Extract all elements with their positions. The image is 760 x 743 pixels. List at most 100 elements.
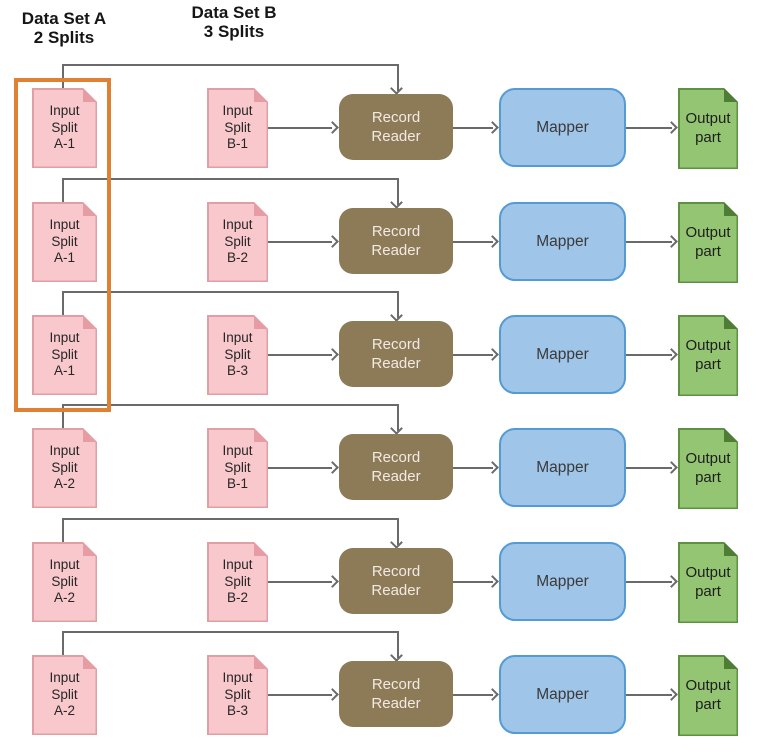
page-fold-icon [83, 428, 97, 442]
pipeline-row-2: Input Split A-1 Input Split B-2 Record R… [0, 178, 760, 290]
output-part-label: Output part [685, 110, 731, 146]
record-reader-label: Record Reader [371, 675, 421, 713]
output-part-doc: Output part [678, 202, 738, 283]
a-to-reader-connector [62, 404, 398, 406]
record-reader-label: Record Reader [371, 108, 421, 146]
output-part-doc: Output part [678, 428, 738, 509]
mapper-node: Mapper [499, 315, 626, 394]
a-to-reader-connector [62, 518, 398, 520]
b-to-reader-arrow [268, 694, 332, 696]
a-to-reader-connector [62, 64, 398, 66]
mapper-to-output-arrow [626, 127, 672, 129]
mapper-node: Mapper [499, 428, 626, 507]
input-split-b-doc: Input Split B-3 [207, 655, 268, 735]
input-split-b-label: Input Split B-1 [222, 103, 253, 152]
arrowhead-right-icon [665, 348, 678, 361]
arrowhead-right-icon [486, 575, 499, 588]
arrowhead-right-icon [326, 575, 339, 588]
page-fold-icon [254, 315, 268, 329]
arrowhead-right-icon [665, 235, 678, 248]
record-reader-node: Record Reader [339, 321, 453, 387]
mapper-to-output-arrow [626, 694, 672, 696]
output-part-doc: Output part [678, 88, 738, 169]
arrowhead-right-icon [665, 461, 678, 474]
b-to-reader-arrow [268, 354, 332, 356]
reader-to-mapper-arrow [453, 354, 493, 356]
page-fold-icon [83, 655, 97, 669]
record-reader-label: Record Reader [371, 448, 421, 486]
arrowhead-right-icon [665, 121, 678, 134]
output-part-doc: Output part [678, 655, 738, 736]
input-split-a-label: Input Split A-2 [49, 670, 80, 719]
record-reader-label: Record Reader [371, 335, 421, 373]
mapper-node: Mapper [499, 202, 626, 281]
input-split-a-doc: Input Split A-2 [32, 655, 97, 735]
record-reader-label: Record Reader [371, 562, 421, 600]
input-split-b-label: Input Split B-2 [222, 557, 253, 606]
page-fold-icon [254, 428, 268, 442]
arrowhead-down-icon [390, 309, 403, 322]
input-split-b-doc: Input Split B-1 [207, 88, 268, 168]
mapper-node: Mapper [499, 88, 626, 167]
reader-to-mapper-arrow [453, 467, 493, 469]
arrowhead-right-icon [326, 461, 339, 474]
input-split-b-doc: Input Split B-2 [207, 542, 268, 622]
page-fold-icon [724, 202, 738, 216]
arrowhead-down-icon [390, 82, 403, 95]
b-to-reader-arrow [268, 241, 332, 243]
output-part-doc: Output part [678, 542, 738, 623]
input-split-b-label: Input Split B-2 [222, 217, 253, 266]
a-to-reader-connector [62, 178, 398, 180]
mapper-label: Mapper [536, 685, 589, 703]
record-reader-node: Record Reader [339, 434, 453, 500]
record-reader-node: Record Reader [339, 661, 453, 727]
a-connector-stub [62, 178, 64, 202]
output-part-label: Output part [685, 564, 731, 600]
a-connector-stub [62, 518, 64, 542]
reader-drop-line [397, 178, 399, 205]
arrowhead-right-icon [486, 121, 499, 134]
reader-drop-line [397, 631, 399, 658]
arrowhead-down-icon [390, 536, 403, 549]
a-connector-stub [62, 291, 64, 315]
output-part-label: Output part [685, 677, 731, 713]
pipeline-row-5: Input Split A-2 Input Split B-2 Record R… [0, 518, 760, 630]
mapper-label: Mapper [536, 118, 589, 136]
pipeline-row-4: Input Split A-2 Input Split B-1 Record R… [0, 404, 760, 516]
arrowhead-right-icon [486, 348, 499, 361]
reader-drop-line [397, 291, 399, 318]
dataset-b-header: Data Set B 3 Splits [191, 3, 277, 42]
arrowhead-right-icon [665, 688, 678, 701]
reader-drop-line [397, 518, 399, 545]
a-to-reader-connector [62, 631, 398, 633]
mapper-to-output-arrow [626, 241, 672, 243]
reader-drop-line [397, 64, 399, 91]
page-fold-icon [254, 202, 268, 216]
input-split-a-doc: Input Split A-2 [32, 542, 97, 622]
input-split-a-doc: Input Split A-2 [32, 428, 97, 508]
dataset-a1-highlight-box [14, 78, 111, 412]
input-split-b-label: Input Split B-1 [222, 443, 253, 492]
page-fold-icon [724, 428, 738, 442]
page-fold-icon [724, 315, 738, 329]
input-split-a-label: Input Split A-1 [49, 103, 80, 152]
arrowhead-down-icon [390, 196, 403, 209]
output-part-label: Output part [685, 337, 731, 373]
page-fold-icon [254, 88, 268, 102]
arrowhead-right-icon [326, 121, 339, 134]
a-connector-stub [62, 64, 64, 88]
mapper-label: Mapper [536, 458, 589, 476]
input-split-a-doc: Input Split A-1 [32, 315, 97, 395]
input-split-a-doc: Input Split A-1 [32, 88, 97, 168]
page-fold-icon [724, 88, 738, 102]
pipeline-row-3: Input Split A-1 Input Split B-3 Record R… [0, 291, 760, 403]
record-reader-label: Record Reader [371, 222, 421, 260]
output-part-label: Output part [685, 224, 731, 260]
mapper-label: Mapper [536, 345, 589, 363]
input-split-b-label: Input Split B-3 [222, 330, 253, 379]
reader-to-mapper-arrow [453, 127, 493, 129]
input-split-b-doc: Input Split B-3 [207, 315, 268, 395]
b-to-reader-arrow [268, 467, 332, 469]
dataset-a-header: Data Set A 2 Splits [21, 9, 107, 48]
mapper-to-output-arrow [626, 581, 672, 583]
